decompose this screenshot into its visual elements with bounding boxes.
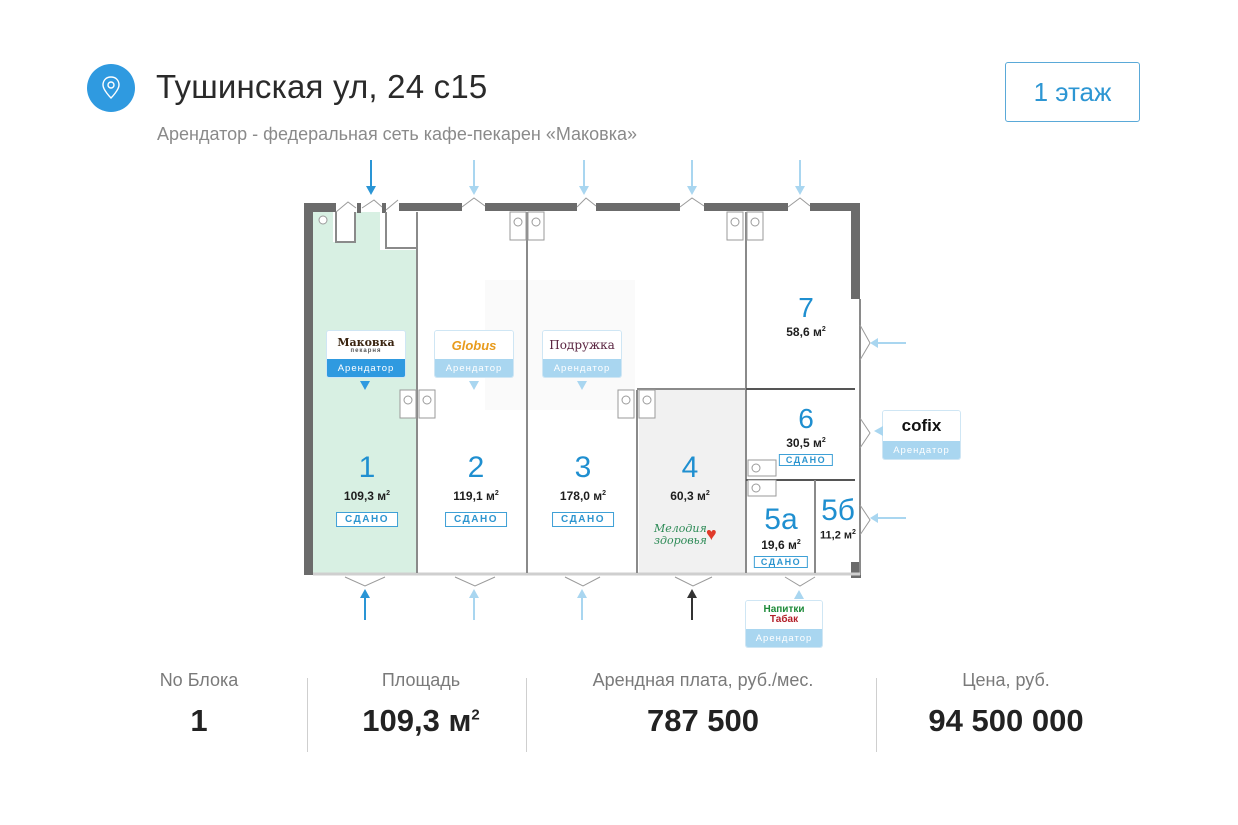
unit-area: 30,5 м2 [786, 436, 826, 450]
unit-5b-label[interactable]: 5б 11,2 м2 [820, 496, 856, 542]
pointer-icon [360, 381, 370, 390]
unit-number: 5а [764, 503, 798, 536]
partitions [313, 212, 861, 576]
unit-area: 19,6 м2 [761, 538, 801, 552]
pointer-icon [577, 381, 587, 390]
cofix-logo: cofix [883, 411, 960, 441]
unit-area: 58,6 м2 [786, 325, 826, 339]
tenant-tag: Арендатор [543, 359, 621, 377]
floor-selector-button[interactable]: 1 этаж [1005, 62, 1140, 122]
walls [304, 203, 861, 578]
napitki-tabak-logo: Напитки Табак [746, 601, 822, 629]
unit-number: 3 [574, 451, 592, 484]
podruzhka-logo: Подружка [543, 331, 621, 359]
unit-number: 5б [821, 494, 855, 527]
unit-3-label[interactable]: 3 178,0 м2 СДАНО [552, 453, 614, 527]
pointer-icon [874, 426, 883, 436]
unit-4-area[interactable] [639, 390, 745, 574]
unit-2-label[interactable]: 2 119,1 м2 СДАНО [445, 453, 507, 527]
tenant-tag: Арендатор [327, 359, 405, 377]
block-stats: No Блока 1 Площадь 109,3 м2 Арендная пла… [0, 670, 1238, 760]
heart-icon: ♥ [706, 524, 717, 544]
stats-divider [526, 678, 527, 752]
tenant-tag: Арендатор [883, 441, 960, 459]
unit-4-label[interactable]: 4 60,3 м2 [670, 451, 710, 504]
stat-price: Цена, руб. 94 500 000 [928, 670, 1084, 738]
status-badge: СДАНО [552, 512, 614, 527]
stat-rent: Арендная плата, руб./мес. 787 500 [592, 670, 814, 738]
pointer-icon [469, 381, 479, 390]
pointer-icon [794, 590, 804, 599]
stat-block-number: No Блока 1 [159, 670, 239, 738]
restroom-fixtures [318, 211, 777, 497]
tenant-card-cofix[interactable]: cofix Арендатор [883, 411, 960, 459]
unit-7-area[interactable] [748, 212, 854, 388]
unit-5a-label[interactable]: 5а 19,6 м2 СДАНО [753, 503, 809, 570]
stats-divider [876, 678, 877, 752]
unit-area: 178,0 м2 [559, 489, 607, 503]
melodiya-zdorovya-logo: Мелодия здоровья [654, 522, 707, 548]
stats-divider [307, 678, 308, 752]
tenant-card-napitki-tabak[interactable]: Напитки Табак Арендатор [746, 601, 822, 647]
stat-area: Площадь 109,3 м2 [362, 670, 480, 738]
map-pin-icon [87, 64, 135, 112]
unit-area: 11,2 м2 [820, 529, 856, 542]
page-title: Тушинская ул, 24 с15 [156, 68, 488, 105]
globus-logo: Globus [435, 331, 513, 359]
floor-plan: Маковка пекарня Арендатор Globus Арендат… [304, 160, 960, 647]
tenant-card-globus[interactable]: Globus Арендатор [435, 331, 513, 377]
status-badge: СДАНО [336, 512, 398, 527]
unit-number: 7 [798, 292, 814, 323]
status-badge: СДАНО [778, 454, 834, 466]
unit-number: 2 [467, 451, 485, 484]
unit-area: 60,3 м2 [670, 489, 710, 503]
tenant-tag: Арендатор [746, 629, 822, 647]
tenant-tag: Арендатор [435, 359, 513, 377]
unit-7-label[interactable]: 7 58,6 м2 [786, 292, 826, 340]
page-subtitle: Арендатор - федеральная сеть кафе-пекаре… [157, 124, 637, 144]
unit-number: 1 [358, 451, 376, 484]
tenant-card-makovka[interactable]: Маковка пекарня Арендатор [327, 331, 405, 377]
floor-plan-drawing [304, 160, 906, 620]
entrance-arrows [360, 160, 906, 620]
unit-area: 109,3 м2 [343, 489, 391, 503]
makovka-logo: Маковка пекарня [327, 331, 405, 359]
unit-area: 119,1 м2 [453, 489, 499, 503]
status-badge: СДАНО [445, 512, 507, 527]
unit-1-label[interactable]: 1 109,3 м2 СДАНО [336, 453, 398, 527]
unit-number: 6 [798, 403, 814, 434]
unit-6-label[interactable]: 6 30,5 м2 СДАНО [778, 403, 834, 468]
tenant-card-podruzhka[interactable]: Подружка Арендатор [543, 331, 621, 377]
unit-number: 4 [681, 451, 699, 484]
doors [335, 197, 871, 587]
status-badge: СДАНО [753, 556, 809, 568]
unit-1-cutout [333, 212, 355, 242]
